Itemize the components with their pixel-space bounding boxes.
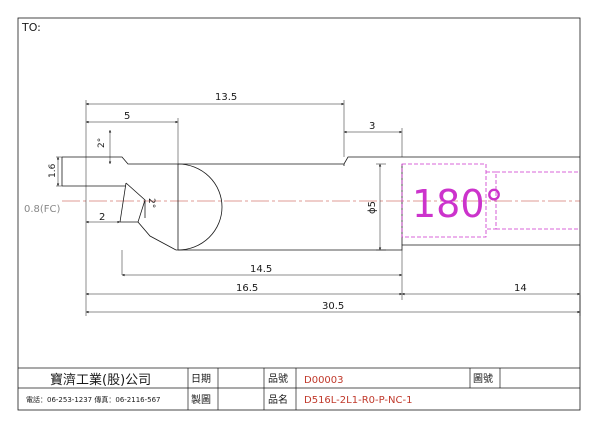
date-label: 日期 bbox=[191, 373, 211, 385]
dim-16-5: 16.5 bbox=[236, 283, 258, 294]
hidden-feature-180 bbox=[401, 163, 580, 238]
drawn-label: 製圖 bbox=[191, 393, 211, 406]
company-contact: 電話：06-253-1237 傳真：06-2116-567 bbox=[26, 395, 161, 404]
part-name-value: D516L-2L1-R0-P-NC-1 bbox=[304, 395, 412, 406]
sheet-border bbox=[17, 17, 581, 411]
drawing-no-label: 圖號 bbox=[473, 372, 493, 385]
dim-2deg-top: 2° bbox=[97, 138, 107, 148]
part-no-value: D00003 bbox=[304, 375, 344, 386]
to-label: TO: bbox=[21, 21, 41, 34]
dim-3: 3 bbox=[369, 121, 375, 132]
dim-2: 2 bbox=[99, 212, 105, 223]
dim-5: 5 bbox=[124, 111, 130, 122]
dim-0-8-fc: 0.8(FC) bbox=[24, 204, 61, 215]
company-name: 寶濟工業(股)公司 bbox=[50, 372, 151, 388]
part-name-label: 品名 bbox=[268, 393, 288, 406]
title-block bbox=[18, 367, 580, 410]
dim-phi5: ϕ5 bbox=[367, 201, 378, 214]
angle-mark-180: 180° bbox=[412, 182, 504, 226]
dim-14: 14 bbox=[514, 283, 527, 294]
dim-30-5: 30.5 bbox=[322, 301, 344, 312]
dimension-lines bbox=[56, 102, 580, 314]
dim-1-6: 1.6 bbox=[48, 163, 58, 178]
dim-14-5: 14.5 bbox=[250, 264, 272, 275]
dim-13-5: 13.5 bbox=[215, 92, 237, 103]
extension-lines bbox=[56, 100, 581, 316]
part-no-label: 品號 bbox=[268, 372, 288, 385]
dim-2deg-mid: 2° bbox=[146, 198, 156, 208]
